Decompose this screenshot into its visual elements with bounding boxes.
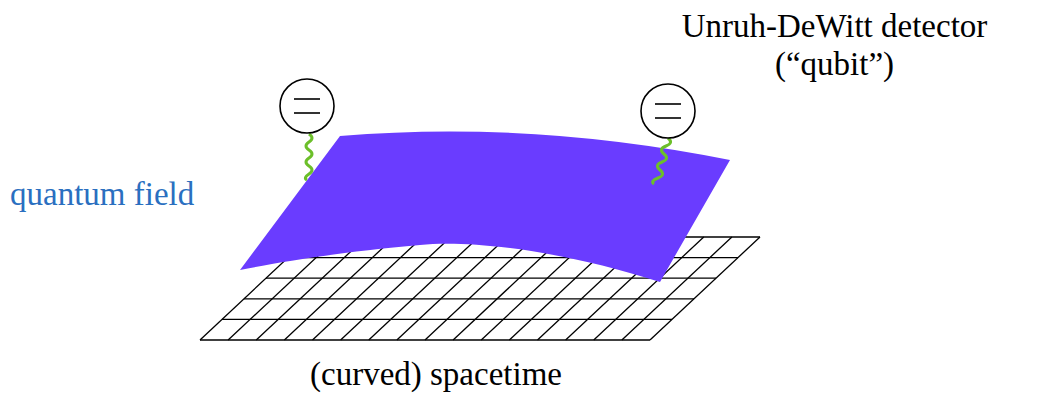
grid-line [425,237,535,340]
grid-line [341,237,451,340]
coupling-wave [653,138,671,184]
quantum-field-surface [240,131,730,282]
coupling-wave [305,134,312,180]
grid-line [369,237,479,340]
spacetime-label: (curved) spacetime [310,356,562,394]
detector-qubit [280,79,334,133]
detector-qubit [641,84,695,138]
detector-label: Unruh-DeWitt detector (“qubit”) [619,8,1050,84]
grid-line [397,237,507,340]
field-label: quantum field [10,176,194,214]
